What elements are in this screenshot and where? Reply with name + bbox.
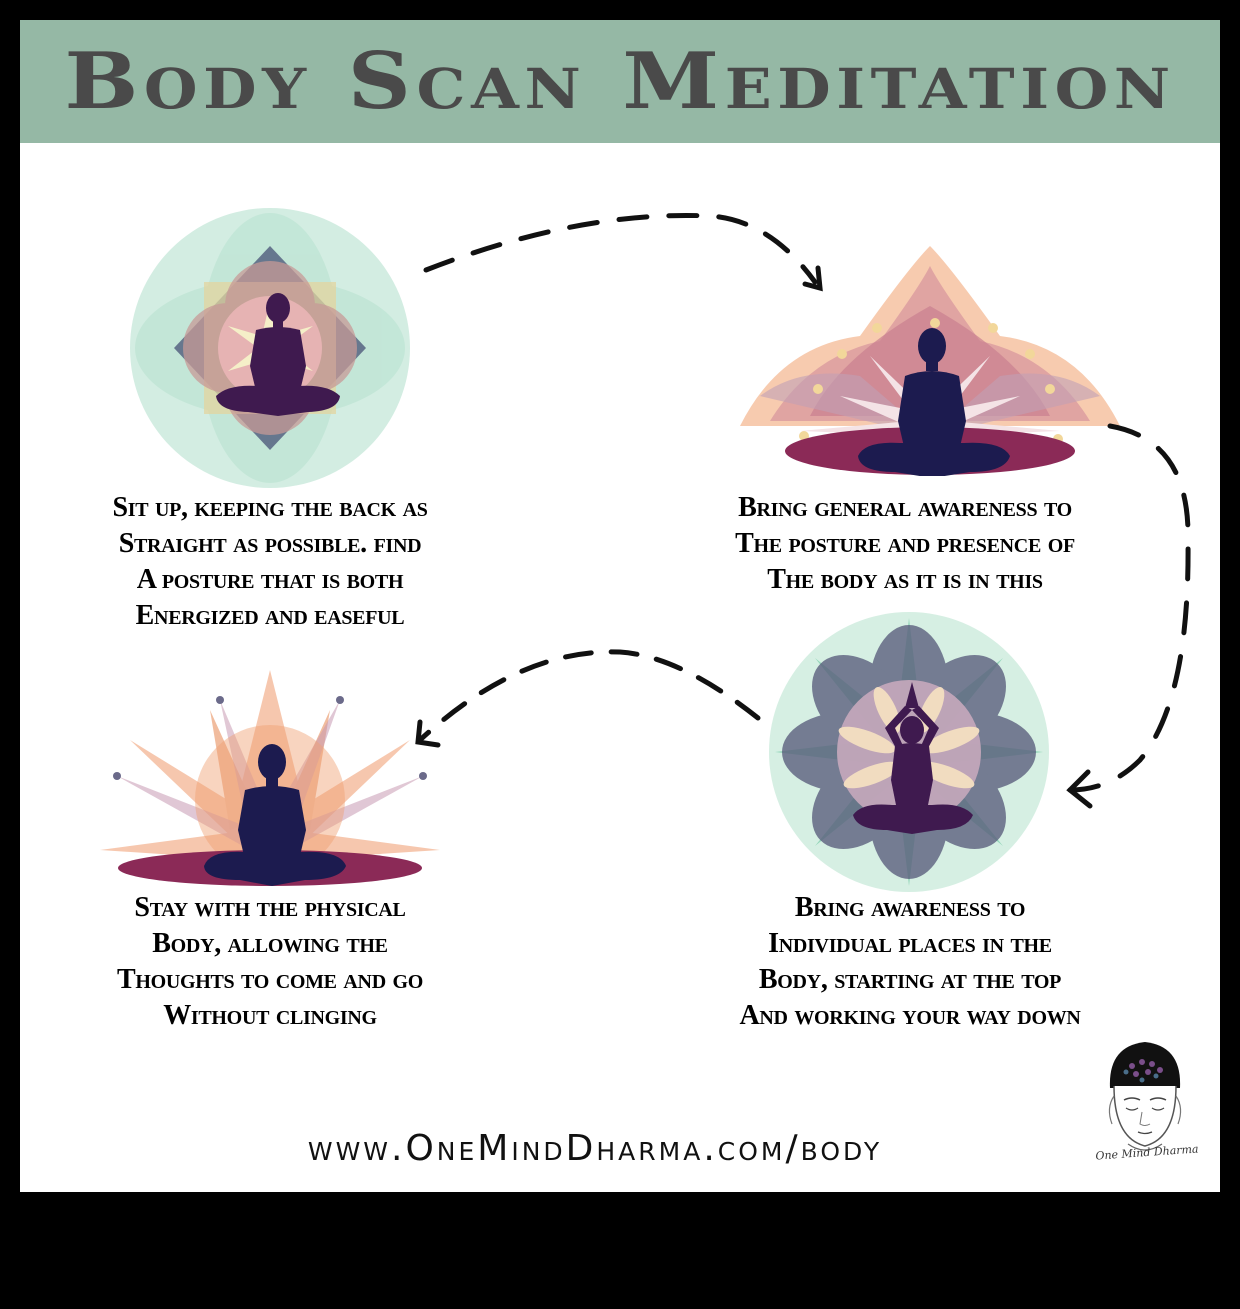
step-3-caption: Bring awareness to individual places in … [739, 892, 1081, 1031]
page-title: Body Scan Meditation [64, 35, 1176, 127]
meditating-figure-lotus-fan-icon [740, 246, 1120, 476]
step-2-caption: Bring general awareness to the posture a… [735, 492, 1075, 595]
raised-arms-figure-mandala-icon [769, 612, 1049, 892]
arrow-step3-to-step4 [415, 649, 761, 748]
website-link[interactable]: www.OneMindDharma.com/body [307, 1128, 883, 1169]
arrow-step2-to-step3 [1066, 423, 1191, 809]
step-4-caption: Stay with the physical body, allowing th… [116, 892, 424, 1031]
meditating-figure-lotus-circle-icon [130, 208, 410, 488]
meditating-figure-sunburst-lotus-icon [100, 670, 440, 886]
title-banner: Body Scan Meditation [20, 20, 1220, 143]
step-1-caption: Sit up, keeping the back as straight as … [112, 492, 428, 631]
buddha-head-icon [1108, 1042, 1182, 1151]
infographic-card: Body Scan Meditation [20, 20, 1220, 1192]
